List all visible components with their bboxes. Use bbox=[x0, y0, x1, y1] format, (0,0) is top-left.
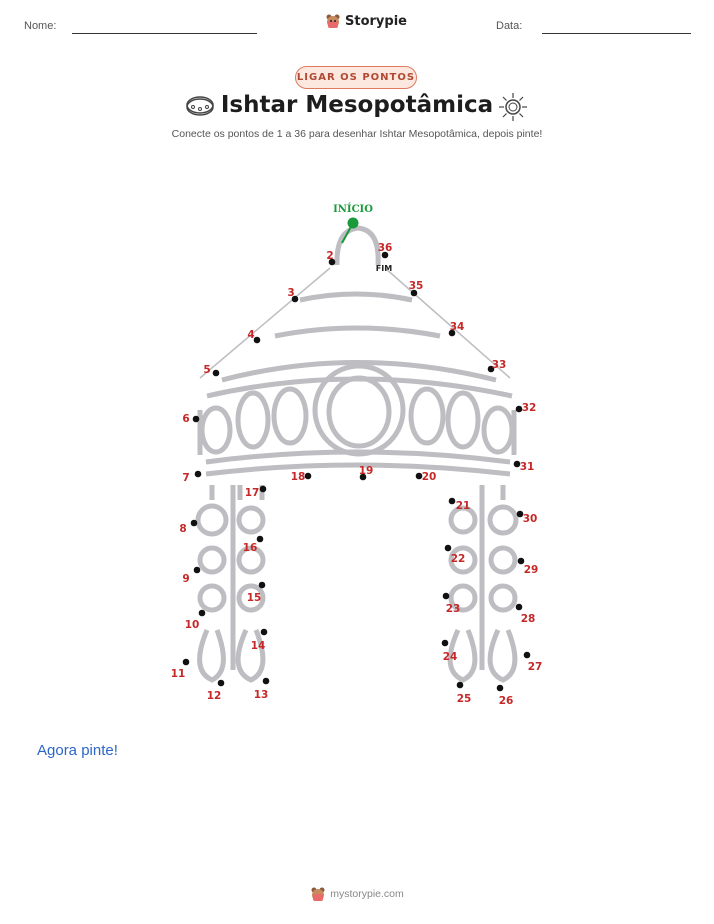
dot-16[interactable] bbox=[256, 535, 264, 543]
dot-number-9: 9 bbox=[182, 573, 189, 585]
dot-number-29: 29 bbox=[524, 564, 539, 576]
dot-18[interactable] bbox=[304, 472, 312, 480]
dot-number-6: 6 bbox=[182, 413, 189, 425]
dot-6[interactable] bbox=[192, 415, 200, 423]
dot-19[interactable] bbox=[359, 473, 367, 481]
brand-logo: Storypie bbox=[325, 13, 407, 29]
dot-2[interactable] bbox=[328, 258, 336, 266]
dot-number-20: 20 bbox=[422, 471, 437, 483]
dot-number-22: 22 bbox=[451, 553, 466, 565]
dot-number-11: 11 bbox=[171, 668, 186, 680]
dot-number-30: 30 bbox=[523, 513, 538, 525]
drawing-outline bbox=[195, 225, 519, 683]
dot-number-24: 24 bbox=[443, 651, 458, 663]
footer-site: mystorypie.com bbox=[330, 888, 404, 900]
dot-number-5: 5 bbox=[203, 364, 210, 376]
dot-number-21: 21 bbox=[456, 500, 471, 512]
dot-9[interactable] bbox=[193, 566, 201, 574]
dot-3[interactable] bbox=[291, 295, 299, 303]
dot-27[interactable] bbox=[523, 651, 531, 659]
dot-number-28: 28 bbox=[521, 613, 536, 625]
dot-number-16: 16 bbox=[243, 542, 258, 554]
dot-14[interactable] bbox=[260, 628, 268, 636]
dot-number-19: 19 bbox=[359, 465, 374, 477]
date-line[interactable] bbox=[542, 33, 691, 34]
name-label: Nome: bbox=[24, 20, 57, 32]
dot-28[interactable] bbox=[515, 603, 523, 611]
dot-32[interactable] bbox=[515, 405, 523, 413]
color-prompt: Agora pinte! bbox=[37, 742, 118, 759]
dot-4[interactable] bbox=[253, 336, 261, 344]
dot-number-14: 14 bbox=[251, 640, 266, 652]
dot-number-36: 36 bbox=[378, 242, 393, 254]
dot-number-2: 2 bbox=[326, 250, 333, 262]
dot-35[interactable] bbox=[410, 289, 418, 297]
footer: mystorypie.com bbox=[0, 886, 714, 902]
dot-10[interactable] bbox=[198, 609, 206, 617]
dot-22[interactable] bbox=[444, 544, 452, 552]
page-title: Ishtar Mesopotâmica bbox=[220, 92, 494, 118]
dot-36[interactable] bbox=[381, 251, 389, 259]
dot-number-15: 15 bbox=[247, 592, 262, 604]
dot-number-27: 27 bbox=[528, 661, 543, 673]
start-dot[interactable] bbox=[347, 217, 359, 229]
dot-number-13: 13 bbox=[254, 689, 269, 701]
dot-8[interactable] bbox=[190, 519, 198, 527]
sun-icon bbox=[499, 93, 527, 121]
dot-24[interactable] bbox=[441, 639, 449, 647]
dot-11[interactable] bbox=[182, 658, 190, 666]
dot-17[interactable] bbox=[259, 485, 267, 493]
dot-13[interactable] bbox=[262, 677, 270, 685]
dot-number-4: 4 bbox=[247, 329, 254, 341]
end-label: FIM bbox=[376, 264, 392, 273]
dot-number-12: 12 bbox=[207, 690, 222, 702]
bear-mascot-icon bbox=[311, 887, 325, 901]
dot-23[interactable] bbox=[442, 592, 450, 600]
dot-number-35: 35 bbox=[409, 280, 424, 292]
dot-number-18: 18 bbox=[291, 471, 306, 483]
dot-26[interactable] bbox=[496, 684, 504, 692]
dot-number-17: 17 bbox=[245, 487, 260, 499]
dot-7[interactable] bbox=[194, 470, 202, 478]
dot-25[interactable] bbox=[456, 681, 464, 689]
dot-number-31: 31 bbox=[520, 461, 535, 473]
dot-number-32: 32 bbox=[522, 402, 537, 414]
dot-15[interactable] bbox=[258, 581, 266, 589]
dot-number-25: 25 bbox=[457, 693, 472, 705]
dot-31[interactable] bbox=[513, 460, 521, 468]
start-label: INÍCIO bbox=[333, 203, 373, 215]
dot-number-7: 7 bbox=[182, 472, 189, 484]
dot-number-34: 34 bbox=[450, 321, 465, 333]
bracelet-icon bbox=[186, 96, 214, 116]
dot-number-23: 23 bbox=[446, 603, 461, 615]
date-label: Data: bbox=[496, 20, 523, 32]
brand-name: Storypie bbox=[345, 13, 407, 29]
dot-12[interactable] bbox=[217, 679, 225, 687]
dot-number-33: 33 bbox=[492, 359, 507, 371]
dot-30[interactable] bbox=[516, 510, 524, 518]
dot-34[interactable] bbox=[448, 329, 456, 337]
dot-21[interactable] bbox=[448, 497, 456, 505]
activity-badge: LIGAR OS PONTOS bbox=[295, 66, 417, 89]
dot-20[interactable] bbox=[415, 472, 423, 480]
dot-5[interactable] bbox=[212, 369, 220, 377]
name-line[interactable] bbox=[72, 33, 257, 34]
bear-mascot-icon bbox=[326, 14, 340, 28]
dot-number-26: 26 bbox=[499, 695, 514, 707]
dot-29[interactable] bbox=[517, 557, 525, 565]
dot-number-3: 3 bbox=[287, 287, 294, 299]
instructions: Conecte os pontos de 1 a 36 para desenha… bbox=[171, 128, 543, 140]
dot-number-10: 10 bbox=[185, 619, 200, 631]
dot-33[interactable] bbox=[487, 365, 495, 373]
dot-number-8: 8 bbox=[179, 523, 186, 535]
